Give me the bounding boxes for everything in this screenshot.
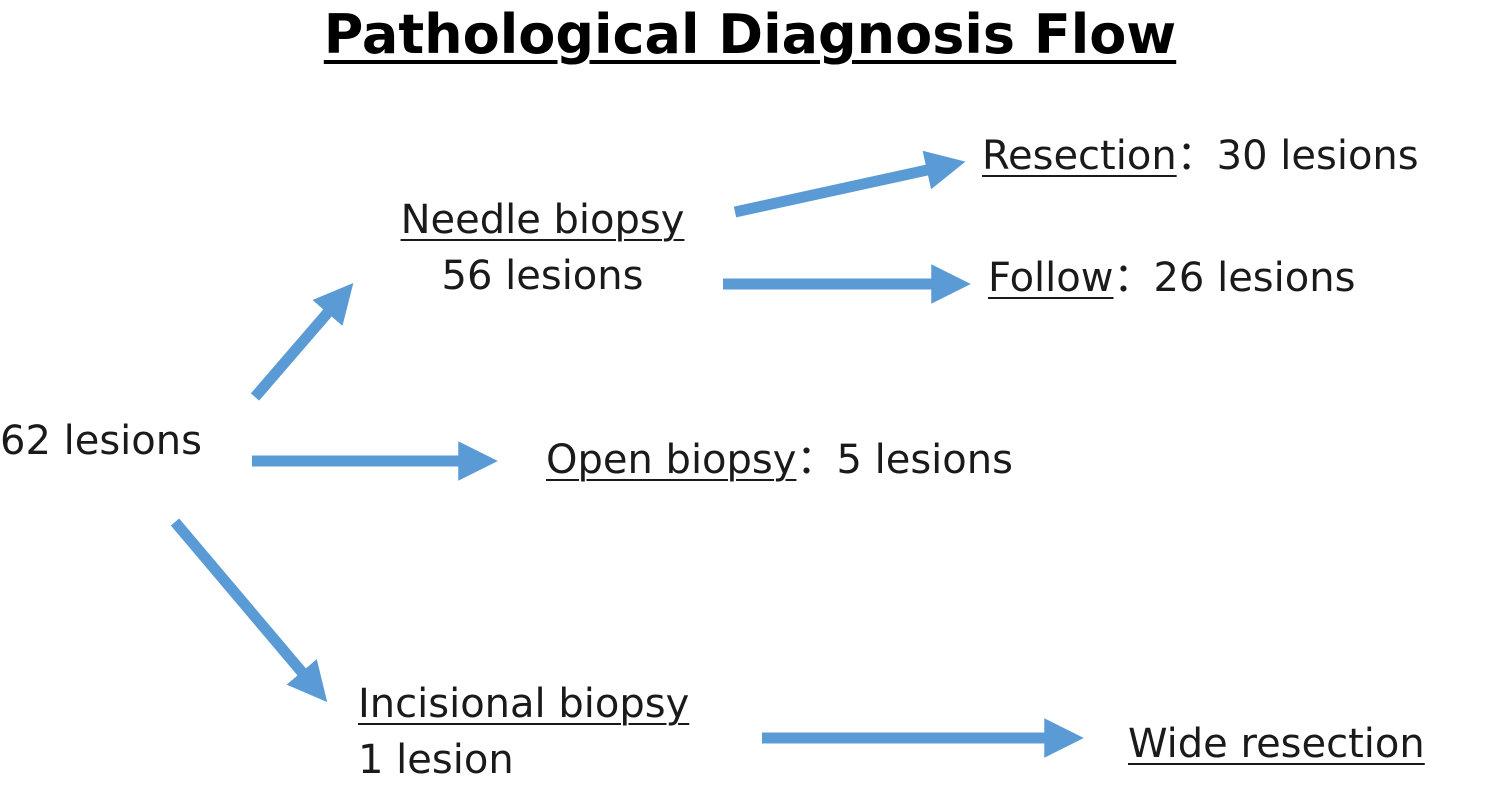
- incisional-biopsy-count: 1 lesion: [358, 737, 514, 783]
- node-open-biopsy: Open biopsy：5 lesions: [546, 432, 1013, 488]
- follow-separator: ：: [1113, 255, 1154, 301]
- root-count: 62 lesions: [0, 418, 202, 464]
- node-root: 62 lesions: [0, 413, 202, 469]
- node-follow: Follow：26 lesions: [988, 250, 1355, 306]
- arrow-needle-biopsy-to-resection: [733, 150, 966, 218]
- page-title: Pathological Diagnosis Flow: [323, 3, 1177, 66]
- node-wide-resection: Wide resection: [1128, 716, 1425, 772]
- follow-count: 26 lesions: [1153, 255, 1356, 301]
- incisional-biopsy-label: Incisional biopsy: [358, 681, 690, 727]
- arrow-root-to-needle-biopsy: [250, 283, 354, 401]
- open-biopsy-separator: ：: [796, 437, 837, 483]
- node-resection: Resection：30 lesions: [982, 128, 1419, 184]
- arrow-root-to-incisional-biopsy: [170, 518, 328, 703]
- resection-count: 30 lesions: [1216, 133, 1419, 179]
- resection-label: Resection: [982, 133, 1177, 179]
- open-biopsy-label: Open biopsy: [546, 437, 797, 483]
- resection-separator: ：: [1176, 133, 1217, 179]
- wide-resection-label: Wide resection: [1128, 721, 1425, 767]
- needle-biopsy-label: Needle biopsy: [400, 197, 685, 243]
- needle-biopsy-count: 56 lesions: [441, 253, 644, 299]
- node-needle-biopsy: Needle biopsy 56 lesions: [360, 192, 725, 304]
- follow-label: Follow: [988, 255, 1114, 301]
- node-incisional-biopsy: Incisional biopsy 1 lesion: [358, 676, 689, 788]
- open-biopsy-count: 5 lesions: [836, 437, 1013, 483]
